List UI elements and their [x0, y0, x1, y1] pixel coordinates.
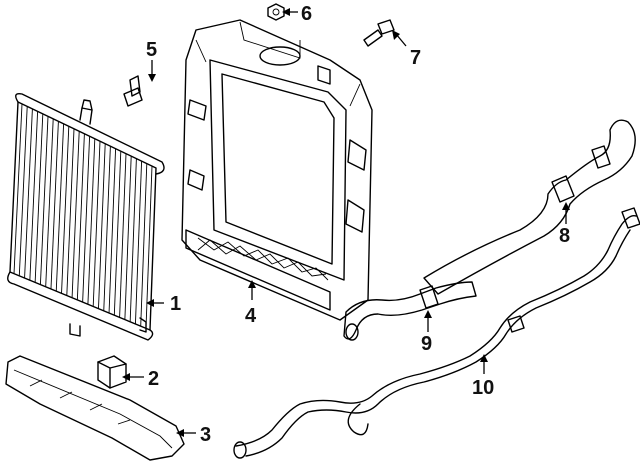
clip-part — [97, 355, 127, 389]
callout-4: 4 — [245, 305, 257, 327]
cooler-lines-part — [233, 207, 640, 459]
callout-10: 10 — [472, 377, 494, 399]
bolt-part-5 — [123, 75, 143, 107]
callout-5: 5 — [146, 39, 157, 61]
callout-8: 8 — [559, 225, 570, 247]
callout-1: 1 — [170, 293, 181, 315]
air-deflector-part — [5, 355, 185, 461]
callout-3: 3 — [200, 424, 211, 446]
leader-lines — [122, 8, 570, 437]
nut-part-6 — [267, 3, 285, 21]
callout-9: 9 — [421, 333, 432, 355]
upper-hose-part — [423, 119, 636, 295]
bolt-part-7 — [363, 19, 395, 47]
condenser-part — [7, 92, 165, 341]
lower-hose-part — [343, 281, 477, 341]
callout-7: 7 — [410, 47, 421, 69]
callout-2: 2 — [148, 368, 159, 390]
radiator-frame-part — [181, 19, 373, 321]
callout-6: 6 — [301, 3, 312, 25]
callout-labels: 1 2 3 4 5 6 7 8 9 10 — [146, 3, 570, 446]
